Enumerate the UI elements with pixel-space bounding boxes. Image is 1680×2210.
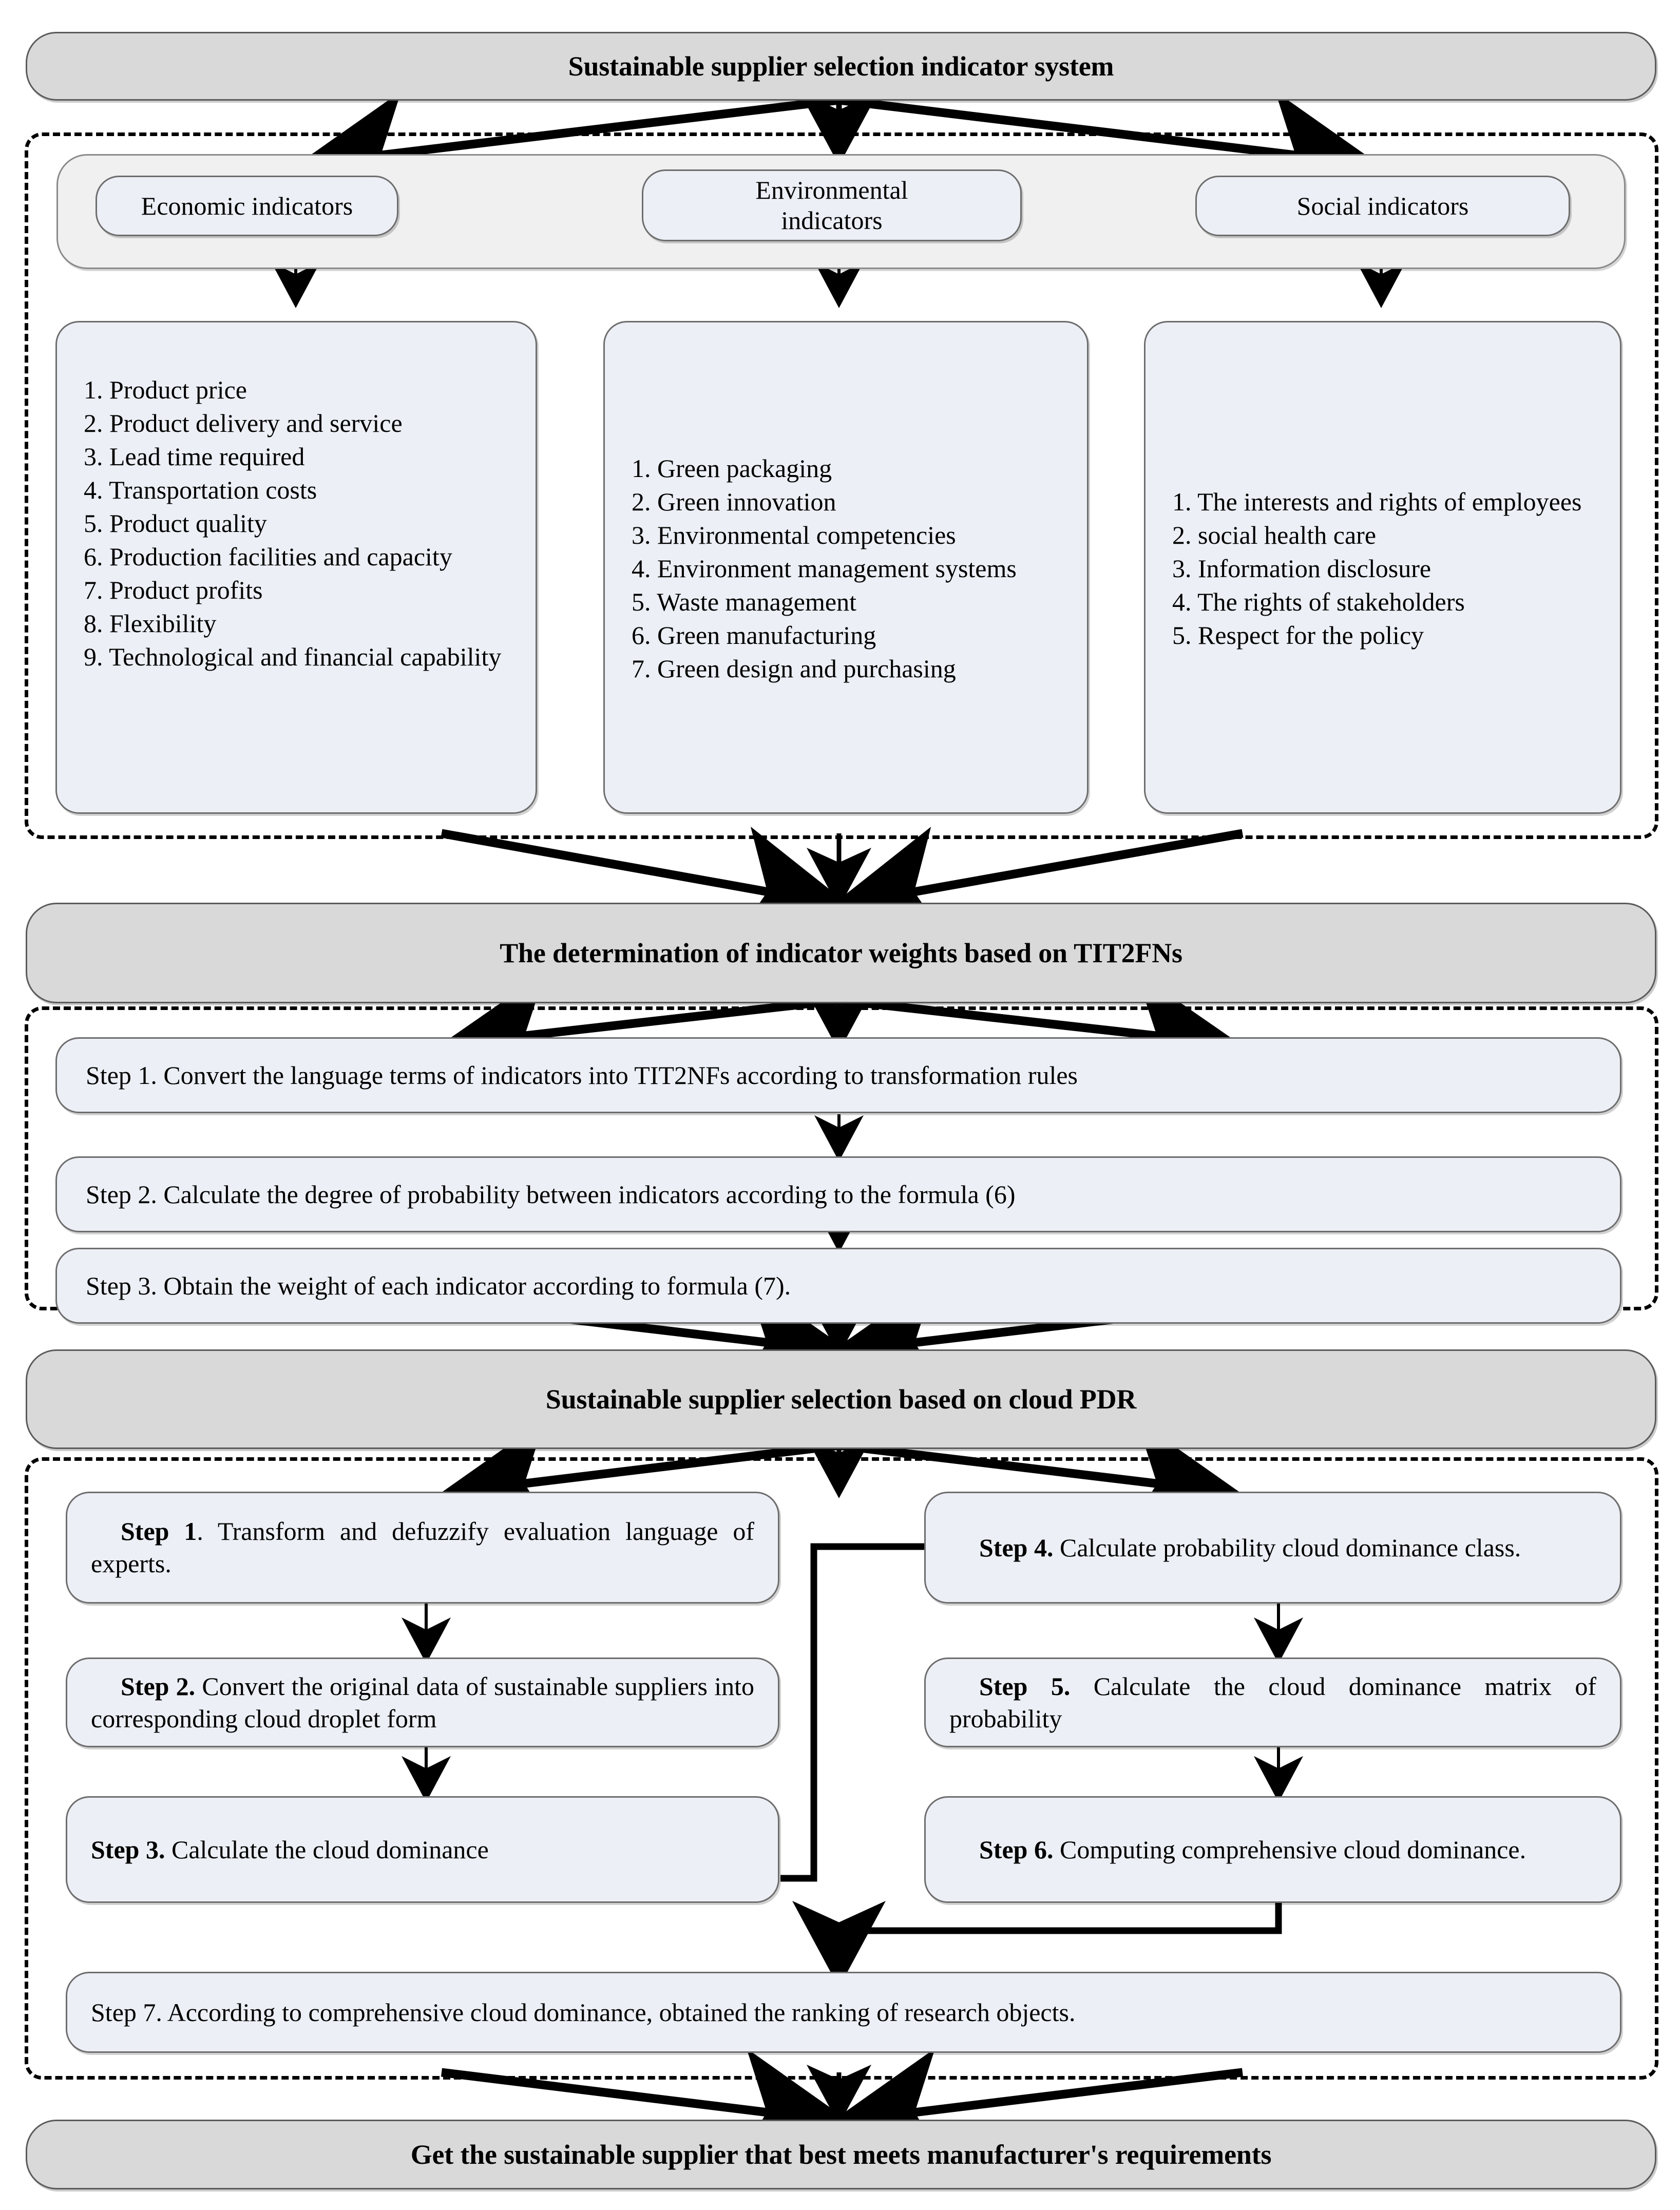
pdr-step-4[interactable]: Step 4. Calculate probability cloud domi… xyxy=(924,1492,1621,1604)
pdr-step-6-bold: Step 6. xyxy=(979,1835,1054,1864)
pdr-step-7[interactable]: Step 7. According to comprehensive cloud… xyxy=(66,1972,1621,2053)
pdr-steps-group xyxy=(25,1457,1658,2080)
pdr-step-1-bold: Step 1 xyxy=(121,1517,197,1546)
list-social-indicators: 1. The interests and rights of employees… xyxy=(1144,321,1621,814)
header-indicator-system: Sustainable supplier selection indicator… xyxy=(26,32,1656,101)
weight-step-2-label: Step 2. Calculate the degree of probabil… xyxy=(86,1180,1016,1209)
pdr-step-1[interactable]: Step 1. Transform and defuzzify evaluati… xyxy=(66,1492,779,1604)
list-environmental-indicators: 1. Green packaging 2. Green innovation 3… xyxy=(603,321,1089,814)
pdr-step-4-bold: Step 4. xyxy=(979,1533,1054,1562)
list-economic-text: 1. Product price 2. Product delivery and… xyxy=(84,375,502,671)
weight-step-3-label: Step 3. Obtain the weight of each indica… xyxy=(86,1271,791,1300)
pdr-step-3-bold: Step 3. xyxy=(91,1835,165,1864)
arrows-pdr-to-result xyxy=(441,2048,1244,2170)
pdr-step-6-text: Computing comprehensive cloud dominance. xyxy=(1053,1835,1526,1864)
pdr-step-5[interactable]: Step 5. Calculate the cloud dominance ma… xyxy=(924,1658,1621,1747)
pdr-step-3[interactable]: Step 3. Calculate the cloud dominance xyxy=(66,1796,779,1903)
pdr-step-4-text: Calculate probability cloud dominance cl… xyxy=(1053,1533,1521,1562)
category-social-label: Social indicators xyxy=(1296,192,1469,220)
arrows-indicators-to-weights xyxy=(441,826,1244,947)
weight-step-1-label: Step 1. Convert the language terms of in… xyxy=(86,1061,1078,1090)
indicator-system-group xyxy=(25,132,1658,839)
category-economic[interactable]: Economic indicators xyxy=(96,176,398,236)
header-final-result-label: Get the sustainable supplier that best m… xyxy=(410,2139,1272,2170)
category-environmental-label: Environmental indicators xyxy=(755,176,908,235)
header-cloud-pdr-selection-label: Sustainable supplier selection based on … xyxy=(545,1384,1137,1415)
category-economic-label: Economic indicators xyxy=(141,192,353,220)
pdr-step-2-bold: Step 2. xyxy=(121,1671,196,1701)
header-cloud-pdr-selection: Sustainable supplier selection based on … xyxy=(26,1349,1656,1449)
pdr-step-5-text: Calculate the cloud dominance matrix of … xyxy=(949,1671,1596,1733)
header-indicator-system-label: Sustainable supplier selection indicator… xyxy=(568,51,1114,82)
category-environmental[interactable]: Environmental indicators xyxy=(642,169,1022,241)
header-weight-determination: The determination of indicator weights b… xyxy=(26,903,1656,1003)
list-social-text: 1. The interests and rights of employees… xyxy=(1172,487,1582,650)
category-social[interactable]: Social indicators xyxy=(1195,176,1570,236)
pdr-step-7-label: Step 7. According to comprehensive cloud… xyxy=(91,1998,1076,2027)
weight-step-3[interactable]: Step 3. Obtain the weight of each indica… xyxy=(55,1248,1621,1324)
pdr-step-1-text: . Transform and defuzzify evaluation lan… xyxy=(91,1517,754,1578)
header-final-result: Get the sustainable supplier that best m… xyxy=(26,2120,1656,2189)
list-economic-indicators: 1. Product price 2. Product delivery and… xyxy=(55,321,537,814)
weight-step-2[interactable]: Step 2. Calculate the degree of probabil… xyxy=(55,1156,1621,1232)
pdr-step-6[interactable]: Step 6. Computing comprehensive cloud do… xyxy=(924,1796,1621,1903)
pdr-step-2-text: Convert the original data of sustainable… xyxy=(91,1671,754,1733)
pdr-step-5-bold: Step 5. xyxy=(979,1671,1071,1701)
weight-step-1[interactable]: Step 1. Convert the language terms of in… xyxy=(55,1037,1621,1113)
header-weight-determination-label: The determination of indicator weights b… xyxy=(500,938,1182,968)
pdr-step-2[interactable]: Step 2. Convert the original data of sus… xyxy=(66,1658,779,1747)
list-environmental-text: 1. Green packaging 2. Green innovation 3… xyxy=(632,453,1017,683)
pdr-step-3-text: Calculate the cloud dominance xyxy=(165,1835,489,1864)
